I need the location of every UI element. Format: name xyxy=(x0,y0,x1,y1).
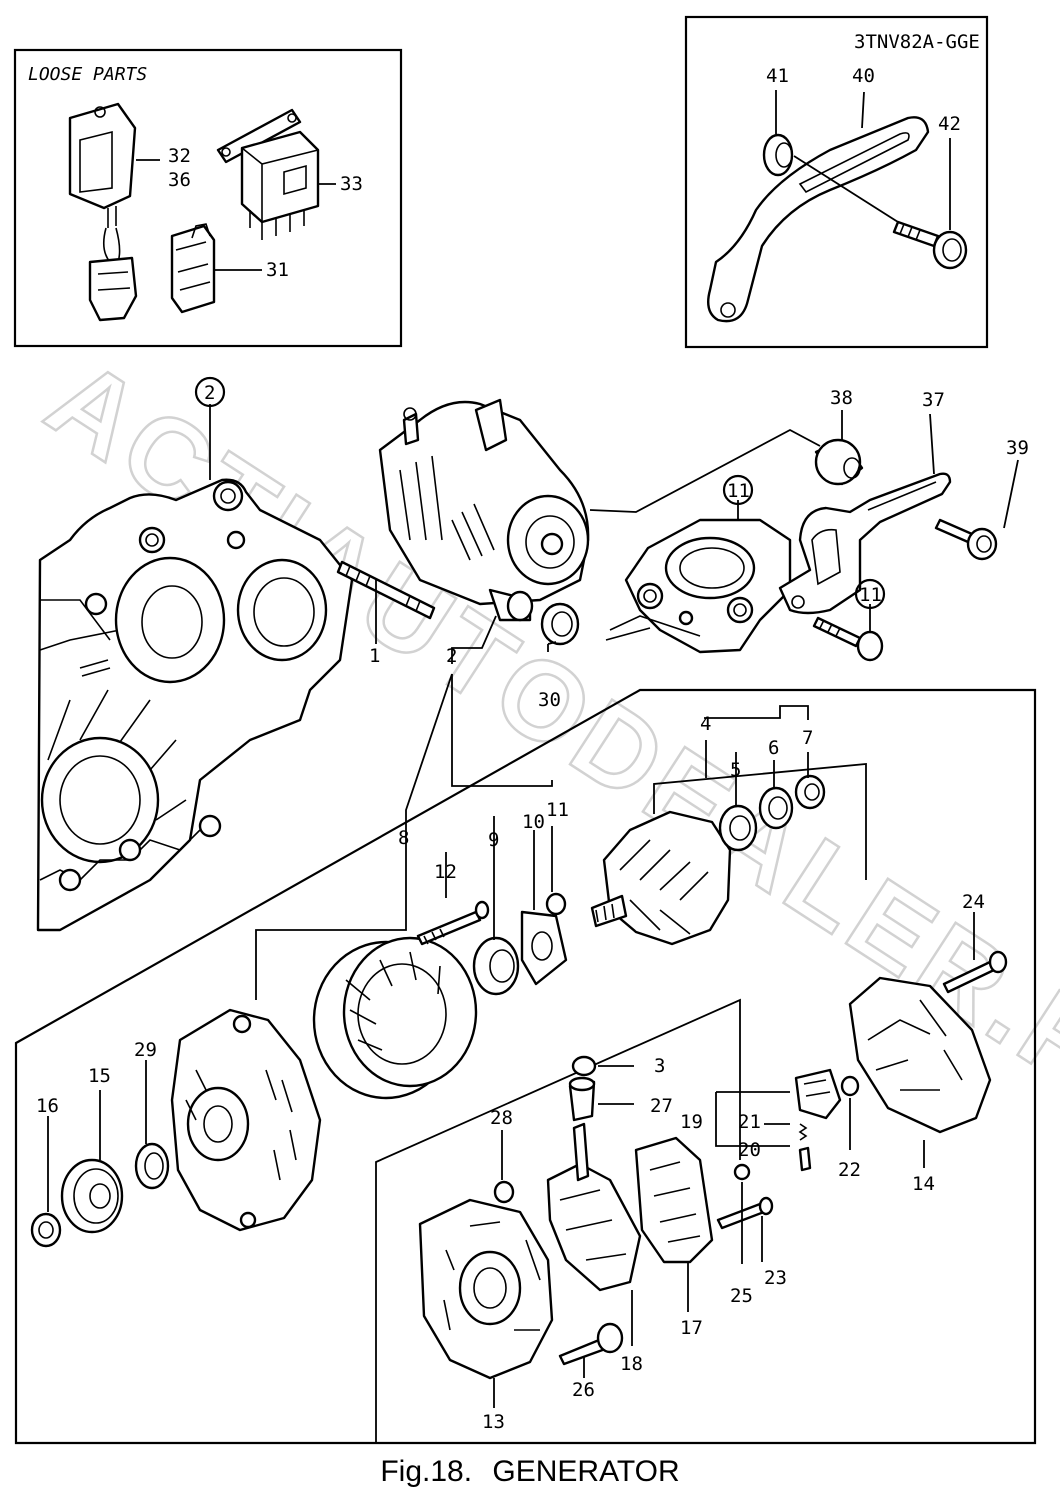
callout-10: 10 xyxy=(522,811,545,833)
screw-part-22 xyxy=(840,1075,860,1097)
brush-holder-part-19 xyxy=(794,1068,842,1120)
callout-36: 36 xyxy=(168,169,191,191)
callout-7: 7 xyxy=(802,727,813,749)
bolt-part-11-upper xyxy=(812,616,884,662)
callout-1: 1 xyxy=(369,645,380,667)
engine-gear-case xyxy=(36,404,354,932)
callout-11-circle-b: 11 xyxy=(859,584,882,606)
figure-title: GENERATOR xyxy=(492,1455,680,1488)
relay-part-33 xyxy=(216,108,320,240)
regulator-part-17 xyxy=(634,1136,751,1264)
callout-28: 28 xyxy=(490,1107,513,1129)
nut-part-3 xyxy=(571,1055,597,1077)
bolt-part-26 xyxy=(558,1322,624,1366)
callout-22: 22 xyxy=(838,1159,861,1181)
bracket-part-40 xyxy=(707,116,930,323)
callout-14: 14 xyxy=(912,1173,935,1195)
stator-part-8 xyxy=(312,936,478,1100)
bolt-part-42 xyxy=(892,220,968,270)
bearing-part-6 xyxy=(758,786,794,830)
callout-5: 5 xyxy=(730,759,741,781)
callout-12: 12 xyxy=(434,861,457,883)
callout-26: 26 xyxy=(572,1379,595,1401)
plate-part-10 xyxy=(520,910,568,986)
callout-41: 41 xyxy=(766,65,789,87)
bracket-part-37 xyxy=(778,472,952,615)
nut-part-30 xyxy=(540,602,580,646)
callout-25: 25 xyxy=(730,1285,753,1307)
callout-24: 24 xyxy=(962,891,985,913)
callout-20: 20 xyxy=(738,1139,761,1161)
spacer-part-41 xyxy=(762,133,794,177)
connector-part-31 xyxy=(170,223,216,314)
callout-18: 18 xyxy=(620,1353,643,1375)
bolt-part-12 xyxy=(416,900,490,946)
callout-13: 13 xyxy=(482,1411,505,1433)
brush-part-20 xyxy=(798,1146,812,1172)
variant-panel: 3TNV82A-GGE 41 40 42 xyxy=(684,15,989,349)
bolt-part-39 xyxy=(934,518,998,561)
rear-frame-part-13 xyxy=(418,1198,554,1380)
callout-2-circle: 2 xyxy=(204,382,215,404)
screw-part-11 xyxy=(545,892,567,916)
callout-16: 16 xyxy=(36,1095,59,1117)
rectifier-part-18 xyxy=(546,1122,642,1292)
figure-caption: Fig.18. GENERATOR xyxy=(0,1455,1060,1489)
callout-8: 8 xyxy=(398,827,409,849)
nut-part-16 xyxy=(30,1212,62,1248)
callout-23: 23 xyxy=(764,1267,787,1289)
bearing-part-9 xyxy=(472,936,520,996)
callout-30: 30 xyxy=(538,689,561,711)
callout-37: 37 xyxy=(922,389,945,411)
pulley-part-15 xyxy=(60,1158,124,1234)
callout-numbers: 2 1 2 30 11 11 38 37 39 4 5 6 7 8 9 10 1… xyxy=(36,376,1029,1433)
spring-part-21 xyxy=(798,1123,808,1141)
callout-42: 42 xyxy=(938,113,961,135)
callout-40: 40 xyxy=(852,65,875,87)
callout-circle-11-a xyxy=(722,474,754,506)
bolt-part-24 xyxy=(942,950,1008,994)
callout-32: 32 xyxy=(168,145,191,167)
callout-17: 17 xyxy=(680,1317,703,1339)
nut-part-28 xyxy=(493,1180,515,1204)
bearing-part-5 xyxy=(718,804,758,852)
callout-15: 15 xyxy=(88,1065,111,1087)
callout-33: 33 xyxy=(340,173,363,195)
bushing-part-27 xyxy=(568,1076,596,1122)
callout-6: 6 xyxy=(768,737,779,759)
generator-assembly xyxy=(378,398,590,622)
loose-parts-panel: LOOSE PARTS 32 36 33 3 xyxy=(13,48,403,348)
stud-part-1 xyxy=(336,560,436,620)
loose-parts-title: LOOSE PARTS xyxy=(28,64,147,85)
thermostat-housing xyxy=(605,518,792,654)
relay-part-32 xyxy=(68,102,138,322)
drive-end-frame xyxy=(170,1008,322,1232)
callout-29: 29 xyxy=(134,1039,157,1061)
callout-31: 31 xyxy=(266,259,289,281)
callout-circle-11-b xyxy=(854,578,886,610)
callout-27: 27 xyxy=(650,1095,673,1117)
rear-cover-part-14 xyxy=(848,976,992,1134)
spacer-part-29 xyxy=(134,1142,170,1190)
callout-38: 38 xyxy=(830,387,853,409)
washer-part-7 xyxy=(794,774,826,810)
callout-9: 9 xyxy=(488,829,499,851)
exploded-view-frame xyxy=(14,688,1037,1445)
callout-circle-2 xyxy=(194,376,226,408)
callout-19: 19 xyxy=(680,1111,703,1133)
figure-number: Fig.18. xyxy=(380,1455,473,1488)
callout-11-circle-a: 11 xyxy=(727,480,750,502)
callout-21: 21 xyxy=(738,1111,761,1133)
callout-4: 4 xyxy=(700,713,711,735)
rotor-part-4 xyxy=(590,810,732,946)
callout-11: 11 xyxy=(546,799,569,821)
spacer-part-38 xyxy=(814,438,864,486)
callout-2: 2 xyxy=(446,645,457,667)
callout-39: 39 xyxy=(1006,437,1029,459)
callout-3: 3 xyxy=(654,1055,665,1077)
bolt-part-25 xyxy=(716,1196,774,1230)
variant-title: 3TNV82A-GGE xyxy=(854,31,980,53)
